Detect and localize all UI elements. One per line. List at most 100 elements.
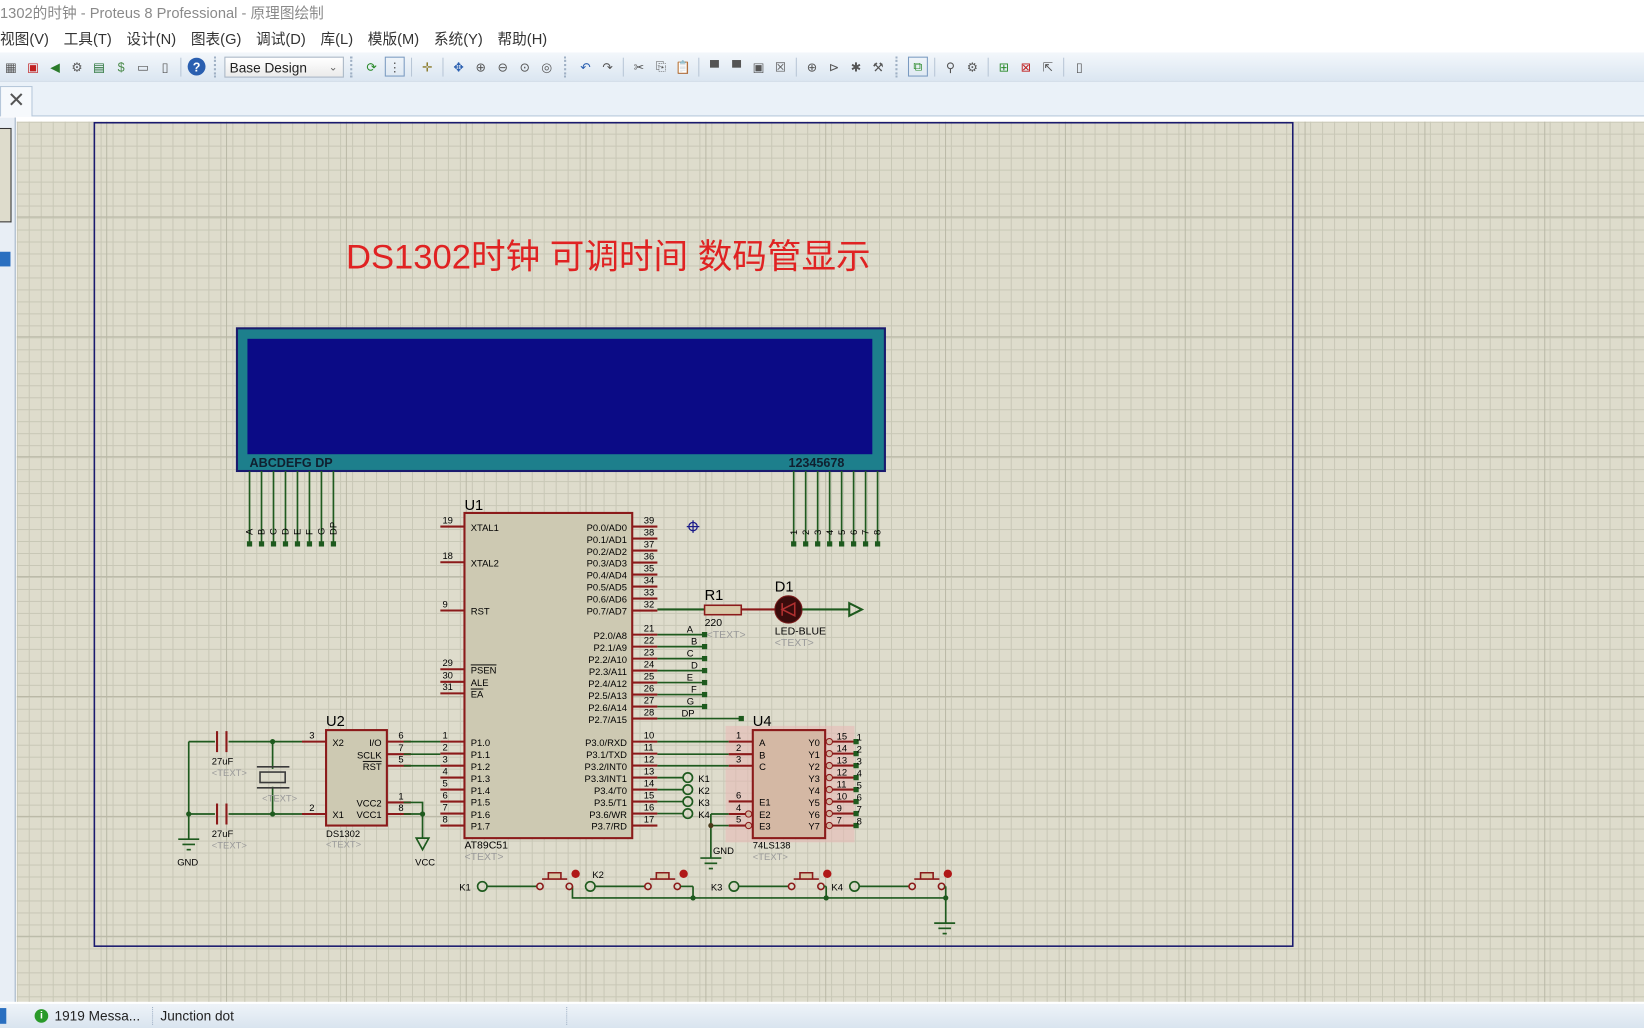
terminal-icon[interactable] xyxy=(682,772,694,784)
make-device-icon[interactable]: ⊳ xyxy=(828,59,840,74)
pcb-icon[interactable]: ▤ xyxy=(93,59,106,74)
pushbutton[interactable] xyxy=(914,871,940,880)
pin-number: 28 xyxy=(644,706,654,717)
refresh-icon[interactable]: ⟳ xyxy=(366,59,377,74)
zoom-area-icon[interactable]: ◎ xyxy=(541,59,553,74)
terminal-icon[interactable] xyxy=(848,880,861,892)
pushbutton[interactable] xyxy=(793,871,819,880)
button-contact xyxy=(536,882,544,891)
button-state-indicator[interactable] xyxy=(679,869,688,878)
key-label: K2 xyxy=(592,869,604,880)
capacitor-top[interactable] xyxy=(215,731,228,753)
u2-body[interactable] xyxy=(325,729,388,827)
zoom-in-icon[interactable]: ⊕ xyxy=(475,59,486,74)
menu-graph[interactable]: 图表(G) xyxy=(190,30,242,48)
close-tab-icon[interactable]: ✕ xyxy=(0,86,33,117)
zoom-all-icon[interactable]: ⊙ xyxy=(519,59,531,74)
terminal-icon[interactable] xyxy=(728,880,740,892)
net-label: 8 xyxy=(857,816,862,827)
menu-view[interactable]: 视图(V) xyxy=(0,30,49,48)
package-tool-icon[interactable]: ✱ xyxy=(850,59,862,74)
terminal-icon[interactable] xyxy=(682,784,694,796)
origin-icon[interactable]: ✛ xyxy=(421,59,433,74)
cut-icon[interactable]: ✂ xyxy=(633,59,645,74)
pin-name: P3.7/RD xyxy=(591,821,627,832)
terminal-icon[interactable] xyxy=(476,880,488,892)
pin-name: B xyxy=(759,749,765,760)
u4-body[interactable] xyxy=(751,729,827,840)
display-pin-label: 8 xyxy=(872,530,883,535)
crystal[interactable] xyxy=(256,766,290,789)
netlist-icon[interactable]: ▯ xyxy=(1075,59,1083,74)
junction-dot xyxy=(853,739,859,745)
back-icon[interactable]: ◀ xyxy=(50,59,60,74)
undo-icon[interactable]: ↶ xyxy=(580,59,591,74)
zoom-out-icon[interactable]: ⊖ xyxy=(497,59,509,74)
document-icon[interactable]: ▯ xyxy=(161,59,169,74)
pushbutton[interactable] xyxy=(650,871,676,880)
new-sheet-icon[interactable]: ⊞ xyxy=(998,59,1010,74)
capacitor-bottom[interactable] xyxy=(215,803,228,825)
pick-device-icon[interactable]: ⊕ xyxy=(806,59,818,74)
led-d1[interactable] xyxy=(774,595,803,624)
seven-segment-display[interactable]: ABCDEFG DP 12345678 xyxy=(235,327,886,473)
u1-body[interactable] xyxy=(463,511,634,840)
d1-text: <TEXT> xyxy=(775,638,814,649)
button-state-indicator[interactable] xyxy=(571,869,580,878)
terminal-icon[interactable] xyxy=(682,796,694,808)
decompose-icon[interactable]: ⚒ xyxy=(872,59,884,74)
redo-icon[interactable]: ↷ xyxy=(602,59,613,74)
toolbar: ▦ ▣ ◀ ⚙ ▤ $ ▭ ▯ ? Base Design⌄ ⟳ ⋮ ✛ ✥ ⊕… xyxy=(0,52,1644,82)
block-move-icon[interactable]: ▀ xyxy=(732,59,742,74)
block-copy-icon[interactable]: ▀ xyxy=(710,59,719,74)
pin-name: I/O xyxy=(369,737,382,748)
schematic-canvas[interactable] xyxy=(16,121,1644,1002)
button-state-indicator[interactable] xyxy=(943,869,953,878)
junction-dot xyxy=(853,786,859,793)
pin-number: 15 xyxy=(837,731,847,742)
schematic-icon[interactable]: ▦ xyxy=(5,59,17,74)
terminal-icon[interactable] xyxy=(682,808,694,820)
resistor-r1[interactable] xyxy=(703,604,743,616)
menu-template[interactable]: 模版(M) xyxy=(367,30,420,48)
grid-icon[interactable]: ⋮ xyxy=(384,56,405,77)
button-contact xyxy=(644,882,652,891)
pin-number: 11 xyxy=(837,778,847,789)
paste-icon[interactable]: 📋 xyxy=(675,59,691,74)
terminal-icon[interactable] xyxy=(584,880,596,892)
memory-icon[interactable]: ▭ xyxy=(137,59,150,74)
pin-number: 33 xyxy=(644,586,654,597)
exit-to-parent-icon[interactable]: ⇱ xyxy=(1042,59,1054,74)
wire-autorouter-icon[interactable]: ⧉ xyxy=(907,56,928,77)
design-select[interactable]: Base Design⌄ xyxy=(224,56,344,78)
button-state-indicator[interactable] xyxy=(823,869,832,878)
pin-name: P0.1/AD1 xyxy=(587,534,627,545)
menu-debug[interactable]: 调试(D) xyxy=(256,30,306,48)
block-rotate-icon[interactable]: ▣ xyxy=(752,59,765,74)
gear-icon[interactable]: ⚙ xyxy=(71,59,83,74)
net-label: 4 xyxy=(857,768,862,779)
pan-icon[interactable]: ✥ xyxy=(453,59,464,74)
pin-name: VCC1 xyxy=(357,809,382,820)
menu-library[interactable]: 库(L) xyxy=(320,30,354,48)
junction-dot xyxy=(701,667,708,674)
menu-help[interactable]: 帮助(H) xyxy=(497,30,548,48)
bom-icon[interactable]: $ xyxy=(117,59,125,74)
search-icon[interactable]: ⚲ xyxy=(945,59,956,74)
block-delete-icon[interactable]: ☒ xyxy=(774,59,787,74)
menu-system[interactable]: 系统(Y) xyxy=(433,30,483,48)
messages-count[interactable]: 1919 Messa... xyxy=(54,1008,141,1024)
button-contact xyxy=(908,882,917,891)
menu-tools[interactable]: 工具(T) xyxy=(63,30,112,48)
copy-icon[interactable]: ⎘ xyxy=(656,58,667,74)
device-list-selected[interactable] xyxy=(0,251,11,267)
overview-window[interactable] xyxy=(0,127,12,223)
remove-sheet-icon[interactable]: ⊠ xyxy=(1020,59,1032,74)
pushbutton[interactable] xyxy=(542,871,568,880)
property-tool-icon[interactable]: ⚙ xyxy=(966,59,979,74)
menu-design[interactable]: 设计(N) xyxy=(126,30,177,48)
help-icon[interactable]: ? xyxy=(187,57,206,76)
chip-icon[interactable]: ▣ xyxy=(27,59,39,74)
left-panel[interactable] xyxy=(0,117,16,1002)
